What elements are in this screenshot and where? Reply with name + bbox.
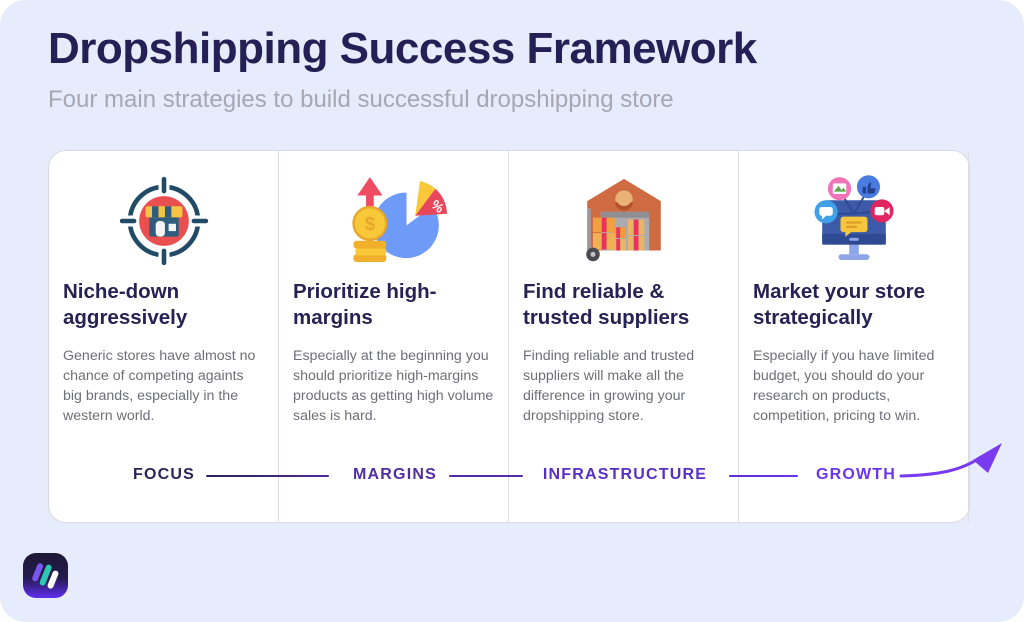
- marketing-monitor-icon: [753, 173, 954, 269]
- strategy-heading: Niche-down aggressively: [63, 280, 188, 329]
- strategy-column-margins: % $ Prioritize high-margins Especially a…: [279, 151, 509, 522]
- strategies-card: Niche-down aggressively Generic stores h…: [48, 150, 1002, 523]
- flow-label-focus: FOCUS: [133, 466, 195, 483]
- brand-logo: [22, 552, 69, 604]
- strategy-description: Generic stores have almost no chance of …: [63, 347, 256, 424]
- svg-text:$: $: [364, 213, 374, 234]
- strategy-column-focus: Niche-down aggressively Generic stores h…: [49, 151, 279, 522]
- flow-label-growth: GROWTH: [815, 466, 897, 483]
- page-subtitle: Four main strategies to build successful…: [48, 86, 674, 113]
- strategy-description: Especially if you have limited budget, y…: [753, 347, 935, 424]
- strategy-flow: FOCUS MARGINS INFRASTRUCTURE GROWTH: [49, 443, 1002, 501]
- strategy-description: Finding reliable and trusted suppliers w…: [523, 347, 695, 424]
- flow-connector-line: [449, 475, 523, 478]
- strategy-column-suppliers: Find reliable & trusted suppliers Findin…: [509, 151, 739, 522]
- flow-connector-line: [206, 475, 329, 478]
- page-title: Dropshipping Success Framework: [48, 24, 757, 73]
- pie-margin-icon: % $: [293, 173, 494, 269]
- growth-arrow-icon: [899, 443, 1002, 478]
- strategy-description: Especially at the beginning you should p…: [293, 347, 494, 424]
- target-store-icon: [63, 173, 264, 269]
- strategy-column-growth: Market your store strategically Especial…: [739, 151, 969, 522]
- strategy-heading: Prioritize high-margins: [293, 280, 437, 329]
- flow-label-infrastructure: INFRASTRUCTURE: [542, 466, 708, 483]
- strategy-heading: Find reliable & trusted suppliers: [523, 280, 690, 329]
- warehouse-supplier-icon: [523, 173, 724, 269]
- strategy-heading: Market your store strategically: [753, 280, 926, 329]
- flow-connector-line: [729, 475, 798, 478]
- flow-label-margins: MARGINS: [353, 466, 437, 483]
